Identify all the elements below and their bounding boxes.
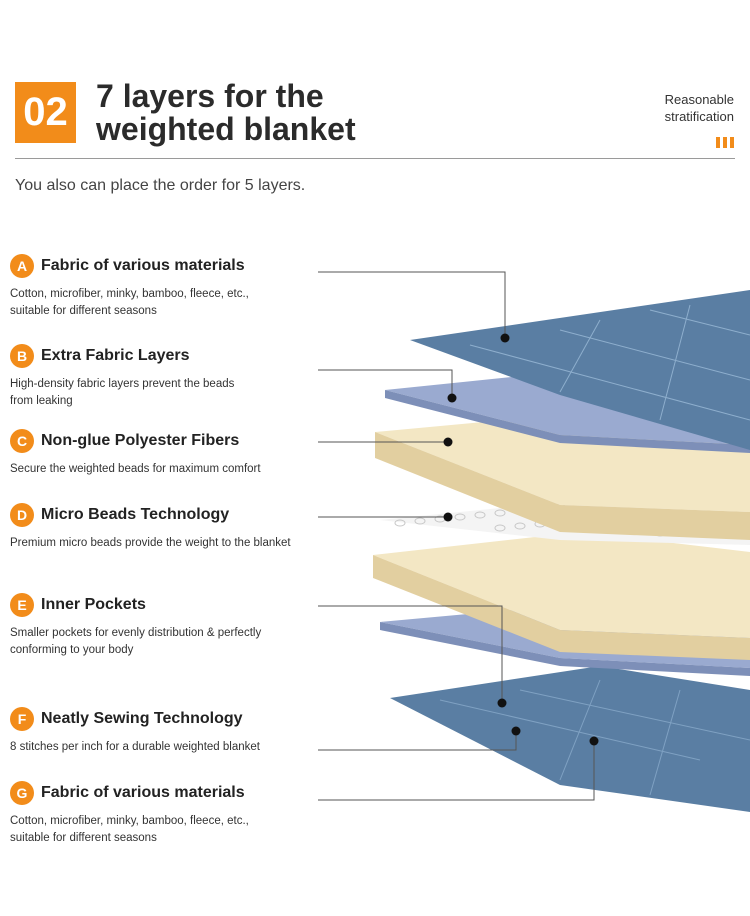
feature-d-title: Micro Beads Technology: [41, 506, 230, 523]
letter-d-badge: D: [10, 503, 34, 527]
feature-a-title: Fabric of various materials: [41, 257, 245, 274]
title-line-2: weighted blanket: [96, 111, 356, 147]
feature-a: A Fabric of various materials Cotton, mi…: [10, 254, 320, 320]
tagline-line-1: Reasonable: [664, 92, 734, 107]
feature-b-title: Extra Fabric Layers: [41, 347, 190, 364]
subtitle: You also can place the order for 5 layer…: [15, 177, 306, 194]
feature-b-desc-line2: from leaking: [10, 395, 73, 407]
feature-g-title: Fabric of various materials: [41, 784, 245, 801]
feature-f-title: Neatly Sewing Technology: [41, 710, 243, 727]
feature-d-desc-line1: Premium micro beads provide the weight t…: [10, 537, 291, 549]
layer-g-fabric: [390, 666, 750, 812]
feature-g-desc-line1: Cotton, microfiber, minky, bamboo, fleec…: [10, 815, 249, 827]
feature-f-desc-line1: 8 stitches per inch for a durable weight…: [10, 741, 260, 753]
feature-c-title: Non-glue Polyester Fibers: [41, 432, 240, 449]
feature-f: F Neatly Sewing Technology 8 stitches pe…: [10, 707, 320, 756]
feature-g-desc-line2: suitable for different seasons: [10, 832, 157, 844]
feature-e-desc-line2: conforming to your body: [10, 644, 134, 656]
feature-c: C Non-glue Polyester Fibers Secure the w…: [10, 429, 320, 478]
feature-g: G Fabric of various materials Cotton, mi…: [10, 781, 320, 847]
feature-a-desc-line1: Cotton, microfiber, minky, bamboo, fleec…: [10, 288, 249, 300]
feature-a-description: Cotton, microfiber, minky, bamboo, fleec…: [10, 286, 320, 320]
feature-g-description: Cotton, microfiber, minky, bamboo, fleec…: [10, 813, 320, 847]
feature-a-desc-line2: suitable for different seasons: [10, 305, 157, 317]
feature-d-description: Premium micro beads provide the weight t…: [10, 535, 320, 552]
header-divider: [15, 158, 735, 159]
page-title: 7 layers for the weighted blanket: [96, 80, 356, 146]
feature-d: D Micro Beads Technology Premium micro b…: [10, 503, 320, 552]
tagline: Reasonable stratification: [665, 91, 734, 125]
feature-b-desc-line1: High-density fabric layers prevent the b…: [10, 378, 235, 390]
feature-e-title: Inner Pockets: [41, 596, 146, 613]
layer-a-fabric: [410, 290, 750, 450]
feature-f-description: 8 stitches per inch for a durable weight…: [10, 739, 320, 756]
letter-g-badge: G: [10, 781, 34, 805]
feature-e-description: Smaller pockets for evenly distribution …: [10, 625, 320, 659]
title-line-1: 7 layers for the: [96, 78, 324, 114]
section-number-badge: 02: [15, 82, 76, 143]
letter-b-badge: B: [10, 344, 34, 368]
feature-e: E Inner Pockets Smaller pockets for even…: [10, 593, 320, 659]
letter-c-badge: C: [10, 429, 34, 453]
layer-e-pockets: [373, 532, 750, 638]
letter-a-badge: A: [10, 254, 34, 278]
feature-c-desc-line1: Secure the weighted beads for maximum co…: [10, 463, 261, 475]
tagline-line-2: stratification: [664, 109, 734, 124]
letter-e-badge: E: [10, 593, 34, 617]
feature-b-description: High-density fabric layers prevent the b…: [10, 376, 320, 410]
letter-f-badge: F: [10, 707, 34, 731]
feature-e-desc-line1: Smaller pockets for evenly distribution …: [10, 627, 262, 639]
bars-icon: [716, 137, 734, 148]
feature-c-description: Secure the weighted beads for maximum co…: [10, 461, 320, 478]
feature-b: B Extra Fabric Layers High-density fabri…: [10, 344, 320, 410]
